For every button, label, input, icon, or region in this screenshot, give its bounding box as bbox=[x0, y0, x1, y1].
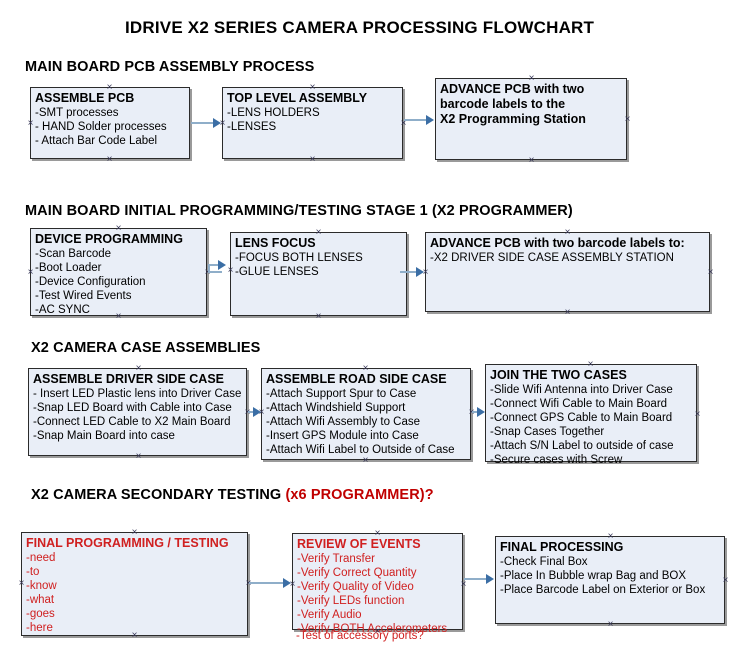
box-line: -Verify Transfer bbox=[297, 553, 375, 565]
connector-arrow bbox=[400, 271, 420, 273]
box-line: -Attach S/N Label to outside of case bbox=[490, 440, 674, 452]
box-line: -X2 DRIVER SIDE CASE ASSEMBLY STATION bbox=[430, 252, 674, 264]
box-line: -Verify BOTH Accelerometers bbox=[297, 623, 448, 635]
box-title: ADVANCE PCB with two bbox=[440, 82, 585, 96]
box-line: -here bbox=[26, 622, 53, 634]
connector-arrow-head bbox=[477, 407, 485, 417]
box-line: -know bbox=[26, 580, 57, 592]
box-title: TOP LEVEL ASSEMBLY bbox=[227, 91, 368, 105]
box-line: barcode labels to the bbox=[440, 97, 566, 111]
box-line: -Attach Wifi Assembly to Case bbox=[266, 416, 421, 428]
box-title: FINAL PROGRAMMING / TESTING bbox=[26, 536, 229, 550]
box-final-processing[interactable]: FINAL PROCESSING -Check Final Box -Place… bbox=[495, 536, 725, 624]
box-line: -Attach Windshield Support bbox=[266, 402, 406, 414]
box-line: -SMT processes bbox=[35, 107, 119, 119]
box-line: -LENS HOLDERS bbox=[227, 107, 320, 119]
section-heading-3: X2 CAMERA CASE ASSEMBLIES bbox=[31, 340, 261, 356]
box-line: -Scan Barcode bbox=[35, 248, 112, 260]
box-lens-focus[interactable]: LENS FOCUS -FOCUS BOTH LENSES -GLUE LENS… bbox=[230, 232, 407, 316]
box-line: -Snap LED Board with Cable into Case bbox=[33, 402, 232, 414]
box-line: -FOCUS BOTH LENSES bbox=[235, 252, 363, 264]
connector-arrow bbox=[208, 264, 222, 266]
box-line: - HAND Solder processes bbox=[35, 121, 167, 133]
connector-arrow bbox=[248, 411, 257, 413]
section-heading-4-text: X2 CAMERA SECONDARY TESTING bbox=[31, 487, 286, 503]
box-title: LENS FOCUS bbox=[235, 236, 316, 250]
box-overflow-line: -Test of accessory ports? bbox=[296, 630, 424, 642]
connector-arrow-head bbox=[486, 574, 494, 584]
box-line: - Attach Bar Code Label bbox=[35, 135, 158, 147]
box-title: ASSEMBLE ROAD SIDE CASE bbox=[266, 372, 447, 386]
box-line: -GLUE LENSES bbox=[235, 266, 319, 278]
box-line: -Verify Audio bbox=[297, 609, 362, 621]
connector-arrow-head bbox=[426, 115, 434, 125]
box-line: -Connect GPS Cable to Main Board bbox=[490, 412, 673, 424]
box-line: -Verify LEDs function bbox=[297, 595, 405, 607]
box-advance-pcb-programming-station[interactable]: ADVANCE PCB with two barcode labels to t… bbox=[435, 78, 627, 160]
box-assemble-driver-side-case[interactable]: ASSEMBLE DRIVER SIDE CASE - Insert LED P… bbox=[28, 368, 247, 456]
box-line: -to bbox=[26, 566, 40, 578]
box-line: -Snap Cases Together bbox=[490, 426, 605, 438]
section-heading-4: X2 CAMERA SECONDARY TESTING (x6 PROGRAMM… bbox=[31, 487, 434, 503]
box-line: -what bbox=[26, 594, 55, 606]
section-heading-2: MAIN BOARD INITIAL PROGRAMMING/TESTING S… bbox=[25, 203, 573, 219]
connector-arrow-head bbox=[213, 118, 221, 128]
box-line: -Slide Wifi Antenna into Driver Case bbox=[490, 384, 673, 396]
box-line: -Connect LED Cable to X2 Main Board bbox=[33, 416, 231, 428]
box-title: FINAL PROCESSING bbox=[500, 540, 624, 554]
box-line: -LENSES bbox=[227, 121, 277, 133]
box-advance-pcb-driver-side[interactable]: ADVANCE PCB with two barcode labels to: … bbox=[425, 232, 710, 312]
box-line: -Insert GPS Module into Case bbox=[266, 430, 419, 442]
box-line: -goes bbox=[26, 608, 55, 620]
box-line: -Secure cases with Screw bbox=[490, 454, 623, 466]
box-line: - Insert LED Plastic lens into Driver Ca… bbox=[33, 388, 242, 400]
box-review-of-events[interactable]: REVIEW OF EVENTS -Verify Transfer -Verif… bbox=[292, 533, 463, 635]
section-heading-1: MAIN BOARD PCB ASSEMBLY PROCESS bbox=[25, 59, 315, 75]
box-assemble-road-side-case[interactable]: ASSEMBLE ROAD SIDE CASE -Attach Support … bbox=[261, 368, 471, 460]
box-line: -Verify Quality of Video bbox=[297, 581, 414, 593]
box-title: ADVANCE PCB with two barcode labels to: bbox=[430, 236, 685, 250]
box-final-programming-testing[interactable]: FINAL PROGRAMMING / TESTING -need -to -k… bbox=[21, 532, 248, 636]
connector-arrow bbox=[464, 578, 490, 580]
page-title: IDRIVE X2 SERIES CAMERA PROCESSING FLOWC… bbox=[125, 18, 595, 37]
section-heading-4-accent: (x6 PROGRAMMER)? bbox=[285, 487, 434, 503]
box-line: -Place Barcode Label on Exterior or Box bbox=[500, 584, 706, 596]
box-line: -Place In Bubble wrap Bag and BOX bbox=[500, 570, 687, 582]
box-line: -AC SYNC bbox=[35, 304, 90, 316]
connector-arrow-head bbox=[283, 578, 291, 588]
connector-arrow bbox=[249, 582, 287, 584]
box-title: ASSEMBLE PCB bbox=[35, 91, 135, 105]
box-line: X2 Programming Station bbox=[440, 112, 586, 126]
box-line: -Snap Main Board into case bbox=[33, 430, 175, 442]
box-line: -Attach Support Spur to Case bbox=[266, 388, 417, 400]
box-line: -Connect Wifi Cable to Main Board bbox=[490, 398, 668, 410]
connector-arrow-head bbox=[416, 267, 424, 277]
box-line: -Check Final Box bbox=[500, 556, 588, 568]
box-title: DEVICE PROGRAMMING bbox=[35, 232, 183, 246]
box-device-programming[interactable]: DEVICE PROGRAMMING -Scan Barcode -Boot L… bbox=[30, 228, 207, 316]
box-line: -Device Configuration bbox=[35, 276, 146, 288]
box-line: -need bbox=[26, 552, 56, 564]
box-title: ASSEMBLE DRIVER SIDE CASE bbox=[33, 372, 225, 386]
connector-arrow bbox=[404, 119, 430, 121]
connector-arrow bbox=[208, 271, 222, 273]
box-line: -Verify Correct Quantity bbox=[297, 567, 417, 579]
box-top-level-assembly[interactable]: TOP LEVEL ASSEMBLY -LENS HOLDERS -LENSES bbox=[222, 87, 403, 159]
box-title: JOIN THE TWO CASES bbox=[490, 368, 627, 382]
box-assemble-pcb[interactable]: ASSEMBLE PCB -SMT processes - HAND Solde… bbox=[30, 87, 190, 159]
connector-arrow-head bbox=[253, 407, 261, 417]
box-line: -Test Wired Events bbox=[35, 290, 132, 302]
box-join-two-cases[interactable]: JOIN THE TWO CASES -Slide Wifi Antenna i… bbox=[485, 364, 697, 466]
box-title: REVIEW OF EVENTS bbox=[297, 537, 421, 551]
connector-arrow bbox=[208, 264, 210, 273]
box-line: -Attach Wifi Label to Outside of Case bbox=[266, 444, 455, 456]
connector-arrow bbox=[191, 122, 217, 124]
connector-arrow-head bbox=[218, 260, 226, 270]
box-line: -Boot Loader bbox=[35, 262, 102, 274]
